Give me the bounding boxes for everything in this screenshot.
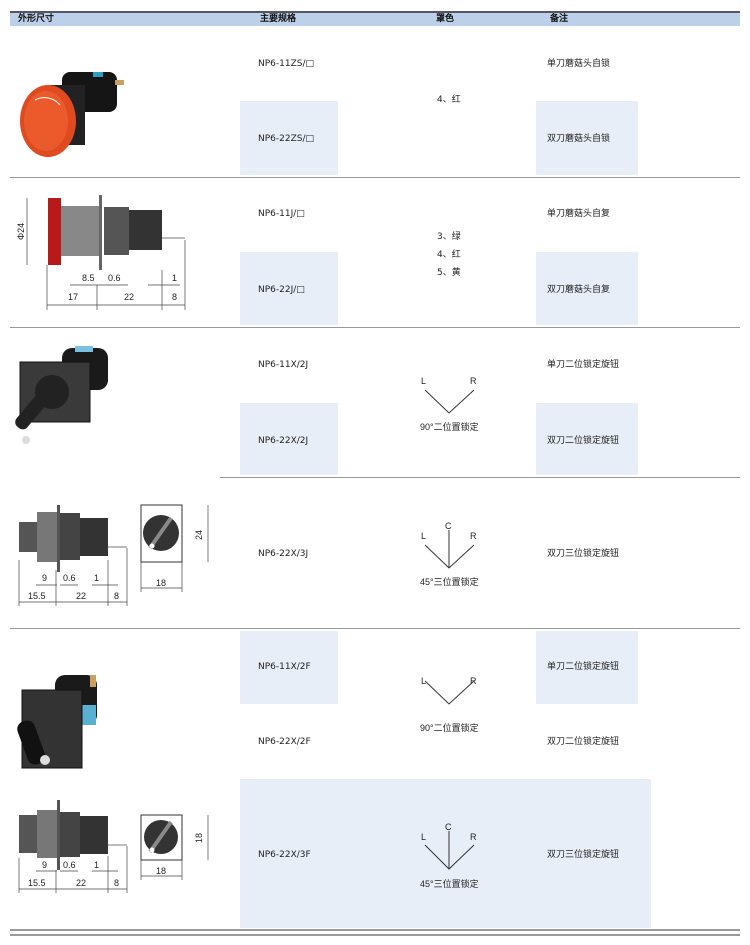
dim: 22 bbox=[76, 878, 86, 888]
divider bbox=[10, 628, 740, 629]
note: 单刀二位锁定旋钮 bbox=[547, 662, 620, 672]
rotary-j-dimension-drawing: 9 0.6 1 15.5 22 8 24 18 bbox=[18, 504, 209, 606]
shade bbox=[536, 403, 638, 475]
dim: 8 bbox=[114, 878, 119, 888]
spec: NP6-11X/2J bbox=[258, 360, 309, 370]
rotary-switch-photo bbox=[15, 346, 108, 444]
shade bbox=[240, 631, 338, 704]
note: 双刀蘑菇头自复 bbox=[547, 285, 611, 295]
rotary-f-dimension-drawing: 9 0.6 1 15.5 22 8 18 18 bbox=[18, 800, 209, 893]
color-option: 4、红 bbox=[437, 250, 461, 260]
note: 双刀三位锁定旋钮 bbox=[547, 850, 620, 860]
note: 单刀蘑菇头自复 bbox=[547, 209, 611, 219]
dim: 8 bbox=[114, 591, 119, 601]
dim: 1 bbox=[172, 273, 177, 283]
dim: 1 bbox=[94, 573, 99, 583]
mushroom-button-photo bbox=[20, 72, 124, 157]
note: 单刀蘑菇头自锁 bbox=[547, 59, 611, 69]
divider bbox=[10, 929, 740, 931]
dim: 22 bbox=[76, 591, 86, 601]
dim: 1 bbox=[94, 860, 99, 870]
dim: 8 bbox=[172, 292, 177, 302]
pos-c: C bbox=[445, 521, 452, 531]
shade bbox=[240, 101, 338, 175]
divider bbox=[10, 327, 740, 328]
shade bbox=[536, 631, 638, 704]
pos-c: C bbox=[445, 822, 452, 832]
spec: NP6-22ZS/□ bbox=[258, 134, 314, 144]
col-outline: 外形尺寸 bbox=[18, 14, 55, 24]
pos-r: R bbox=[470, 832, 477, 842]
pos-l: L bbox=[421, 531, 426, 541]
rotary-switch-photo bbox=[17, 675, 97, 769]
color-option: 3、绿 bbox=[437, 232, 461, 242]
pos-r: R bbox=[470, 676, 477, 686]
divider bbox=[10, 177, 740, 178]
dim: 0.6 bbox=[63, 573, 76, 583]
pos-l: L bbox=[421, 832, 426, 842]
dim-dia: Φ24 bbox=[16, 223, 26, 240]
dim: 18 bbox=[156, 578, 166, 588]
pos-l: L bbox=[421, 676, 426, 686]
pos-r: R bbox=[470, 376, 477, 386]
outline-drawings: Φ24 8.5 0.6 1 17 22 8 9 bbox=[15, 72, 209, 893]
spec: NP6-22J/□ bbox=[258, 285, 305, 295]
dim: 17 bbox=[68, 292, 78, 302]
pos-l: L bbox=[421, 376, 426, 386]
shade bbox=[536, 252, 638, 325]
shade bbox=[240, 252, 338, 325]
two-pos-label: 90°二位置锁定 bbox=[420, 421, 479, 432]
note: 双刀二位锁定旋钮 bbox=[547, 436, 620, 446]
col-color: 罩色 bbox=[436, 14, 455, 24]
two-position-diagram bbox=[424, 389, 475, 705]
dim: 9 bbox=[42, 860, 47, 870]
mushroom-dimension-drawing: Φ24 8.5 0.6 1 17 22 8 bbox=[16, 195, 186, 310]
three-position-diagram bbox=[424, 530, 475, 870]
col-note: 备注 bbox=[550, 14, 569, 24]
dim: 9 bbox=[42, 573, 47, 583]
color-option: 4、红 bbox=[437, 95, 461, 105]
pos-r: R bbox=[470, 531, 477, 541]
spec: NP6-22X/3F bbox=[258, 850, 311, 860]
dim: 18 bbox=[194, 833, 204, 843]
two-pos-label: 90°二位置锁定 bbox=[420, 722, 479, 733]
divider bbox=[10, 934, 740, 936]
dim: 0.6 bbox=[108, 273, 121, 283]
spec: NP6-11J/□ bbox=[258, 209, 305, 219]
col-spec: 主要规格 bbox=[260, 14, 297, 24]
dim: 8.5 bbox=[82, 273, 95, 283]
spec: NP6-11X/2F bbox=[258, 662, 311, 672]
dim: 15.5 bbox=[28, 591, 46, 601]
spec: NP6-22X/3J bbox=[258, 549, 309, 559]
divider bbox=[220, 477, 740, 478]
note: 双刀二位锁定旋钮 bbox=[547, 737, 620, 747]
dim: 0.6 bbox=[63, 860, 76, 870]
shade bbox=[536, 101, 638, 175]
dim: 18 bbox=[156, 866, 166, 876]
color-option: 5、黄 bbox=[437, 268, 461, 278]
shade bbox=[240, 779, 651, 928]
three-pos-label: 45°三位置锁定 bbox=[420, 878, 479, 889]
dim: 22 bbox=[124, 292, 134, 302]
shade bbox=[240, 403, 338, 475]
note: 双刀三位锁定旋钮 bbox=[547, 549, 620, 559]
dim: 15.5 bbox=[28, 878, 46, 888]
table-header: 外形尺寸 主要规格 罩色 备注 bbox=[10, 11, 740, 26]
note: 双刀蘑菇头自锁 bbox=[547, 134, 611, 144]
note: 单刀二位锁定旋钮 bbox=[547, 360, 620, 370]
spec: NP6-11ZS/□ bbox=[258, 59, 314, 69]
three-pos-label: 45°三位置锁定 bbox=[420, 576, 479, 587]
dim: 24 bbox=[194, 530, 204, 540]
spec: NP6-22X/2F bbox=[258, 737, 311, 747]
spec: NP6-22X/2J bbox=[258, 436, 309, 446]
